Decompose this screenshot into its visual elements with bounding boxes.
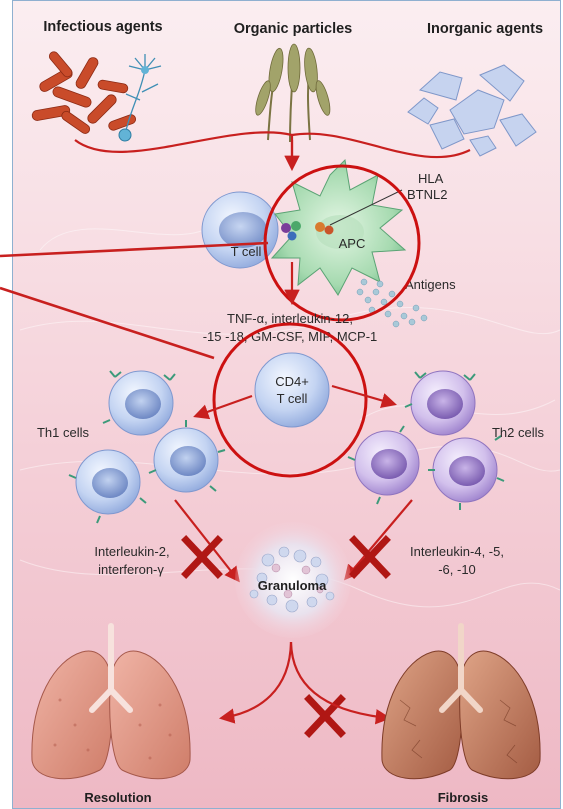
th2-cell [433,438,497,502]
t-cell-label: T cell [231,244,262,259]
cd4-t-cell [255,353,329,427]
btnl2-label: BTNL2 [407,187,447,202]
cd4-label-line-1: CD4+ [275,374,309,389]
th2-label: Th2 cells [492,425,545,440]
cytokines-line-2: -15 -18, GM-CSF, MIP, MCP-1 [203,329,378,344]
granuloma-label: Granuloma [258,578,327,593]
apc-label: APC [339,236,366,251]
interleukin-left-line-1: Interleukin-2, [94,544,169,559]
interleukin-right-line-2: -6, -10 [438,562,476,577]
th1-cell [109,371,173,435]
th1-label: Th1 cells [37,425,90,440]
interleukin-left-line-2: interferon-γ [98,562,164,577]
resolution-label: Resolution [84,790,151,805]
cd4-label-line-2: T cell [277,391,308,406]
th2-cell [355,431,419,495]
th1-cell [154,428,218,492]
antigens-label: Antigens [405,277,456,292]
inorganic-agents-header: Inorganic agents [427,21,543,37]
left-margin [0,0,12,809]
hla-label: HLA [418,171,444,186]
organic-particles-header: Organic particles [234,21,352,37]
th1-cell [76,450,140,514]
fibrosis-label: Fibrosis [438,790,489,805]
infectious-agents-header: Infectious agents [43,19,162,35]
interleukin-right-line-1: Interleukin-4, -5, [410,544,504,559]
th2-cell [411,371,475,435]
